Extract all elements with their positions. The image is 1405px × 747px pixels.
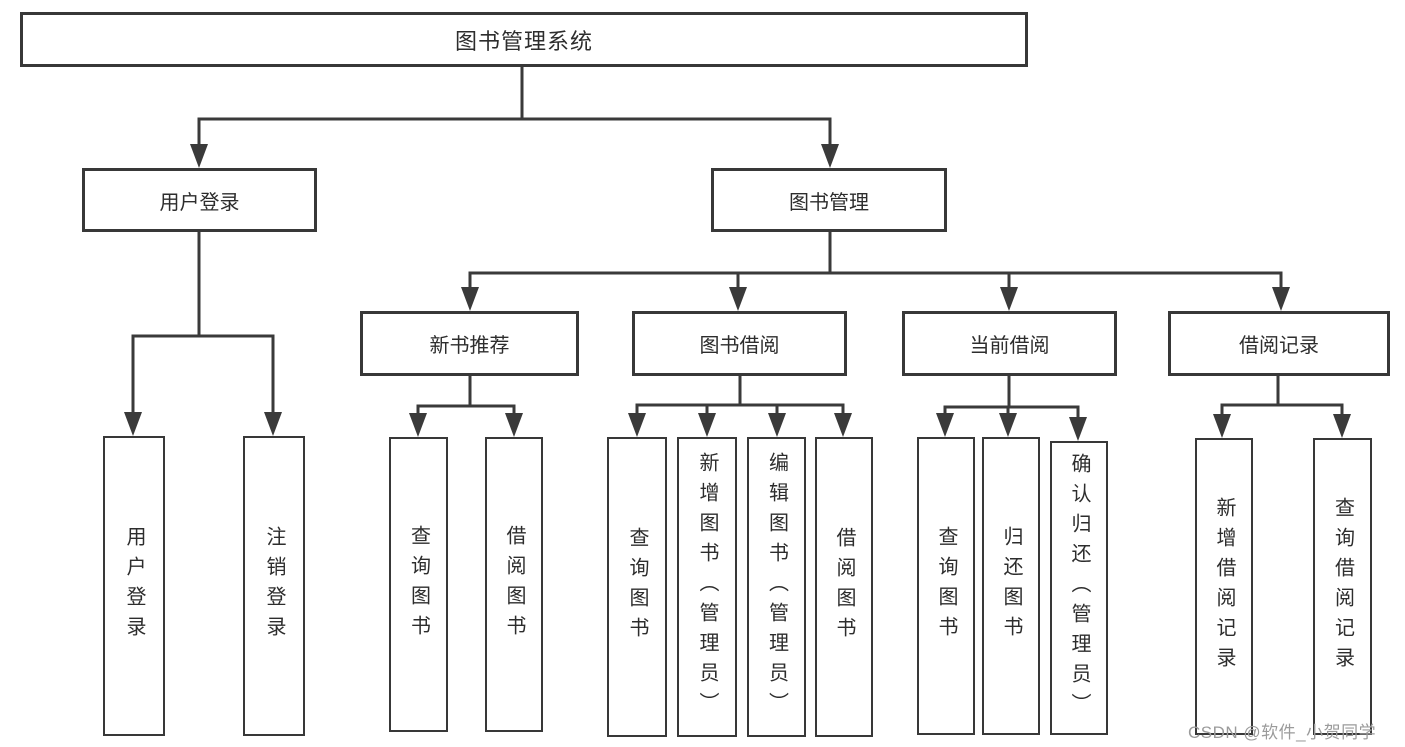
arrowhead (1333, 414, 1351, 438)
leaf-user-login: 用户登录 (103, 436, 165, 736)
arrowhead (768, 413, 786, 437)
arrowhead (1213, 414, 1231, 438)
arrowhead (505, 413, 523, 437)
leaf-edit-books-admin: 编辑图书（管理员） (747, 437, 806, 737)
arrowhead (821, 144, 839, 168)
arrowhead (698, 413, 716, 437)
node-user-login: 用户登录 (82, 168, 317, 232)
node-new-book-recommendation: 新书推荐 (360, 311, 579, 376)
watermark: CSDN @软件_小贺同学 (1188, 723, 1377, 742)
node-library-system: 图书管理系统 (20, 12, 1028, 67)
leaf-logout: 注销登录 (243, 436, 305, 736)
arrowhead (190, 144, 208, 168)
leaf-add-borrow-record: 新增借阅记录 (1195, 438, 1253, 735)
leaf-borrow-books: 借阅图书 (815, 437, 873, 737)
leaf-return-books: 归还图书 (982, 437, 1040, 735)
leaf-borrow-books-recommend: 借阅图书 (485, 437, 543, 732)
leaf-query-borrow-record: 查询借阅记录 (1313, 438, 1372, 735)
arrowhead (729, 287, 747, 311)
leaf-add-books-admin: 新增图书（管理员） (677, 437, 737, 737)
node-current-borrowing: 当前借阅 (902, 311, 1117, 376)
arrowhead (1000, 287, 1018, 311)
leaf-query-books-borrow: 查询图书 (607, 437, 667, 737)
arrowhead (264, 412, 282, 436)
arrowhead (409, 413, 427, 437)
node-book-management: 图书管理 (711, 168, 947, 232)
leaf-query-books-recommend: 查询图书 (389, 437, 448, 732)
node-borrowing-records: 借阅记录 (1168, 311, 1390, 376)
arrowhead (834, 413, 852, 437)
node-book-borrowing: 图书借阅 (632, 311, 847, 376)
arrowhead (1272, 287, 1290, 311)
arrowhead (461, 287, 479, 311)
leaf-query-books-current: 查询图书 (917, 437, 975, 735)
arrowhead (936, 413, 954, 437)
arrowhead (124, 412, 142, 436)
arrowhead (1069, 417, 1087, 441)
arrowhead (999, 413, 1017, 437)
arrowhead (628, 413, 646, 437)
leaf-confirm-return-admin: 确认归还（管理员） (1050, 441, 1108, 735)
